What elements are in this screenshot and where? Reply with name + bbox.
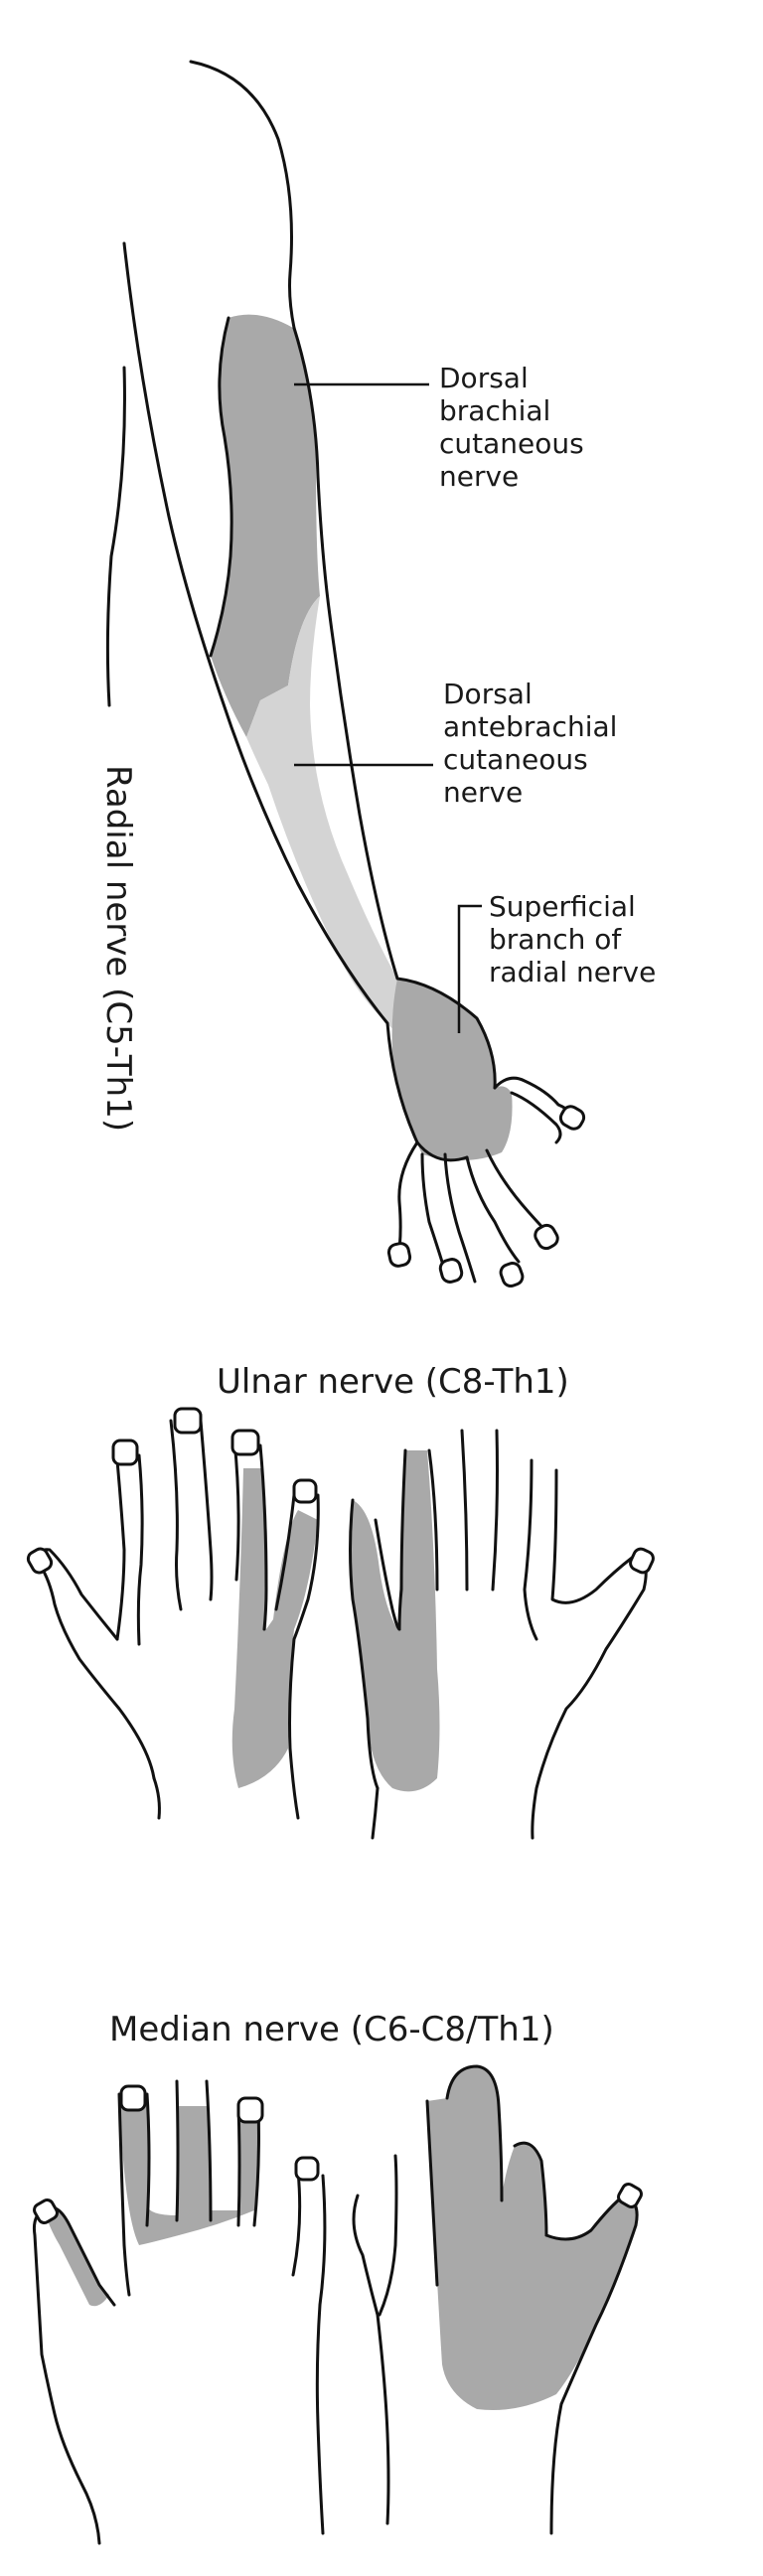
branch-label-dorsal-antebrachial: Dorsal antebrachial cutaneous nerve — [443, 678, 626, 809]
dorsal-antebrachial-zone — [246, 596, 429, 1033]
median-zone-right — [427, 2066, 638, 2410]
median-right-hand — [352, 2064, 643, 2535]
branch-label-superficial-radial: Superficial branch of radial nerve — [489, 890, 656, 988]
dorsal-brachial-zone — [211, 314, 320, 737]
median-zone-left-fingers — [119, 2094, 259, 2245]
leader-line — [457, 904, 482, 1033]
ulnar-left-hand — [26, 1407, 320, 1820]
median-left-hand — [33, 2079, 327, 2545]
median-nerve-title: Median nerve (C6-C8/Th1) — [109, 2010, 554, 2049]
median-zone-left-thumb — [45, 2207, 109, 2307]
arm-figure — [105, 60, 586, 1288]
ulnar-nerve-title: Ulnar nerve (C8-Th1) — [217, 1362, 569, 1402]
radial-nerve-title: Radial nerve (C5-Th1) — [98, 765, 138, 1132]
ulnar-zone-right — [350, 1450, 440, 1792]
superficial-radial-zone — [391, 979, 513, 1161]
ulnar-zone-left — [231, 1468, 318, 1788]
ulnar-right-hand — [349, 1429, 655, 1840]
branch-label-dorsal-brachial: Dorsal brachial cutaneous nerve — [439, 362, 593, 493]
